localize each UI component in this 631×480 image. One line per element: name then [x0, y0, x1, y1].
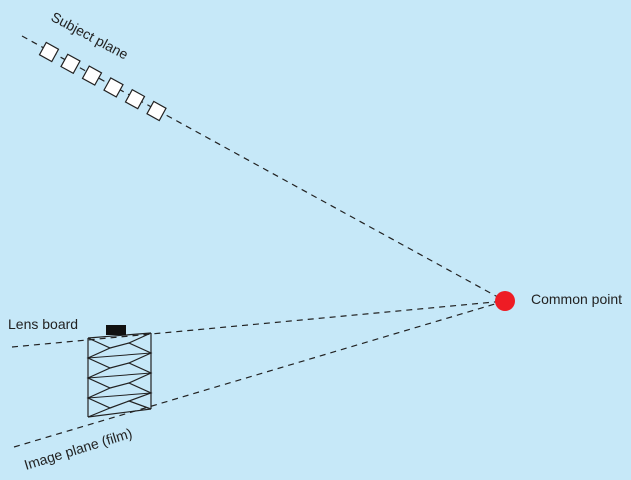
- bellows-top: [87, 332, 152, 339]
- bellows-fold: [109, 382, 130, 389]
- bellows-fold: [87, 372, 152, 379]
- bellows-fold: [109, 342, 130, 349]
- bellows: [86, 332, 153, 418]
- lens-icon: [106, 325, 126, 335]
- bellows-fold: [87, 352, 152, 359]
- subject-square: [124, 88, 146, 110]
- bellows-fold: [109, 362, 130, 369]
- image-plane-line: [13, 300, 506, 448]
- subject-squares: [38, 41, 167, 122]
- bellows-fold: [109, 400, 130, 409]
- subject-square: [81, 65, 103, 86]
- plane-lines: [11, 35, 506, 448]
- subject-square: [60, 53, 81, 75]
- common-point-marker: [495, 291, 515, 311]
- lens-board-label: Lens board: [8, 316, 78, 332]
- subject-plane-line: [21, 35, 506, 302]
- subject-square: [146, 100, 167, 122]
- subject-square: [103, 77, 124, 98]
- bellows-fold: [87, 392, 152, 399]
- common-point-label: Common point: [531, 291, 622, 307]
- lens-board-line: [11, 300, 506, 348]
- bellows-bottom: [87, 408, 152, 418]
- subject-square: [38, 41, 60, 63]
